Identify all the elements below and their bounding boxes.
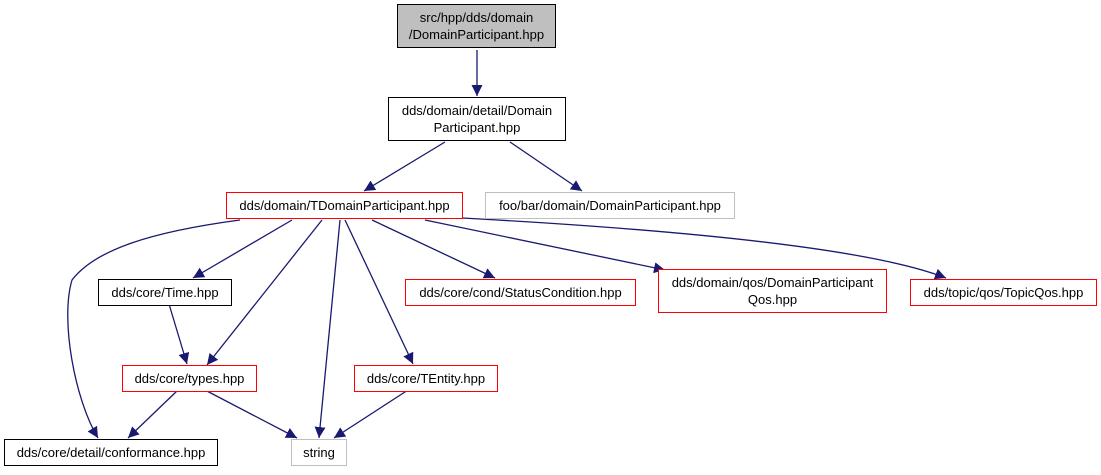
node-label-line: string xyxy=(303,445,335,460)
edge-detail-to-foobar xyxy=(509,141,583,192)
node-core-conformance[interactable]: dds/core/detail/conformance.hpp xyxy=(4,439,218,466)
edge-tdomain-to-types xyxy=(206,219,323,366)
node-domain-participant-qos[interactable]: dds/domain/qos/DomainParticipant Qos.hpp xyxy=(658,269,887,313)
node-current-file: src/hpp/dds/domain /DomainParticipant.hp… xyxy=(397,4,556,48)
node-tdomain-participant[interactable]: dds/domain/TDomainParticipant.hpp xyxy=(226,192,463,219)
node-label-line: dds/domain/TDomainParticipant.hpp xyxy=(239,198,450,213)
node-label-line: foo/bar/domain/DomainParticipant.hpp xyxy=(499,198,721,213)
node-label-line: dds/core/TEntity.hpp xyxy=(366,371,486,386)
node-string: string xyxy=(291,439,347,466)
edge-tdomain-to-string xyxy=(314,219,341,439)
edge-tdomain-to-qos xyxy=(424,219,666,274)
edge-tdomain-to-status xyxy=(371,219,496,279)
node-label-line: dds/core/types.hpp xyxy=(134,371,245,386)
node-label-line: src/hpp/dds/domain xyxy=(419,10,534,25)
node-status-condition[interactable]: dds/core/cond/StatusCondition.hpp xyxy=(405,279,636,306)
edge-tdomain-to-time xyxy=(192,219,293,279)
edge-tdomain-to-tentity xyxy=(344,219,414,365)
node-detail-domain-participant[interactable]: dds/domain/detail/Domain Participant.hpp xyxy=(388,97,566,141)
edge-tdomain-to-topicqos xyxy=(461,217,947,280)
node-core-time[interactable]: dds/core/Time.hpp xyxy=(98,279,232,306)
edge-tdomain-to-conformance xyxy=(67,219,241,439)
edge-types-to-string xyxy=(204,389,298,439)
edge-tentity-to-string xyxy=(333,389,409,439)
node-label-line: dds/topic/qos/TopicQos.hpp xyxy=(923,285,1084,300)
node-topic-qos[interactable]: dds/topic/qos/TopicQos.hpp xyxy=(910,279,1097,306)
node-label-line: dds/core/cond/StatusCondition.hpp xyxy=(419,285,622,300)
node-core-types[interactable]: dds/core/types.hpp xyxy=(122,365,257,392)
node-core-tentity[interactable]: dds/core/TEntity.hpp xyxy=(354,365,498,392)
node-label-line: dds/domain/detail/Domain xyxy=(401,103,553,118)
node-label-line: Participant.hpp xyxy=(433,120,521,135)
edge-time-to-types xyxy=(168,303,190,365)
node-label-line: /DomainParticipant.hpp xyxy=(408,27,545,42)
edge-types-to-conformance xyxy=(127,389,179,439)
node-label-line: Qos.hpp xyxy=(747,292,798,307)
node-label-line: dds/core/Time.hpp xyxy=(111,285,219,300)
node-label-line: dds/domain/qos/DomainParticipant xyxy=(671,275,874,290)
node-label-line: dds/core/detail/conformance.hpp xyxy=(16,445,206,460)
edge-detail-to-tdomain xyxy=(363,141,446,192)
node-foobar-domain-participant: foo/bar/domain/DomainParticipant.hpp xyxy=(485,192,735,219)
